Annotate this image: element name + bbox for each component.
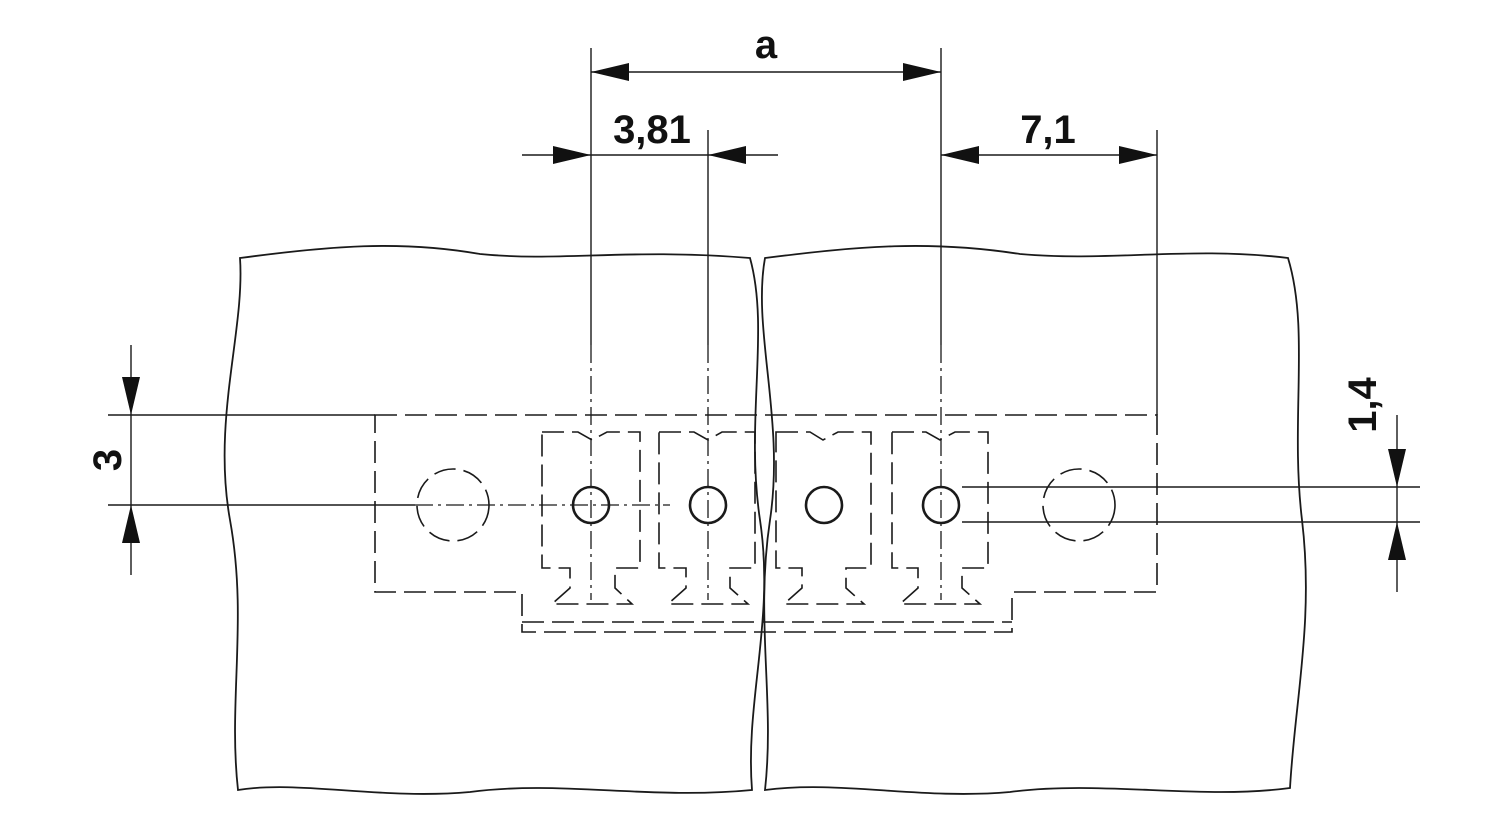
dimension-pitch: 3,81 [522,108,778,164]
pcb-board-left [223,245,766,795]
pcb-board-right [760,245,1307,795]
dimension-a: a [591,23,941,81]
connector-outline [374,414,1158,633]
dimension-a-label: a [755,23,778,67]
contact-housings [541,431,989,605]
pin-hole-3 [804,485,844,525]
extension-lines [108,48,1420,523]
dimension-edge: 7,1 [941,108,1157,164]
dimension-pin-offset-label: 1,4 [1341,376,1385,432]
dimension-pitch-label: 3,81 [613,108,691,152]
dimension-height: 3 [86,345,140,575]
center-lines [415,345,942,600]
mounting-hole-right [1042,468,1116,542]
dimension-edge-label: 7,1 [1020,108,1076,152]
dimension-height-label: 3 [86,449,130,471]
dimension-pin-offset: 1,4 [1341,376,1406,592]
